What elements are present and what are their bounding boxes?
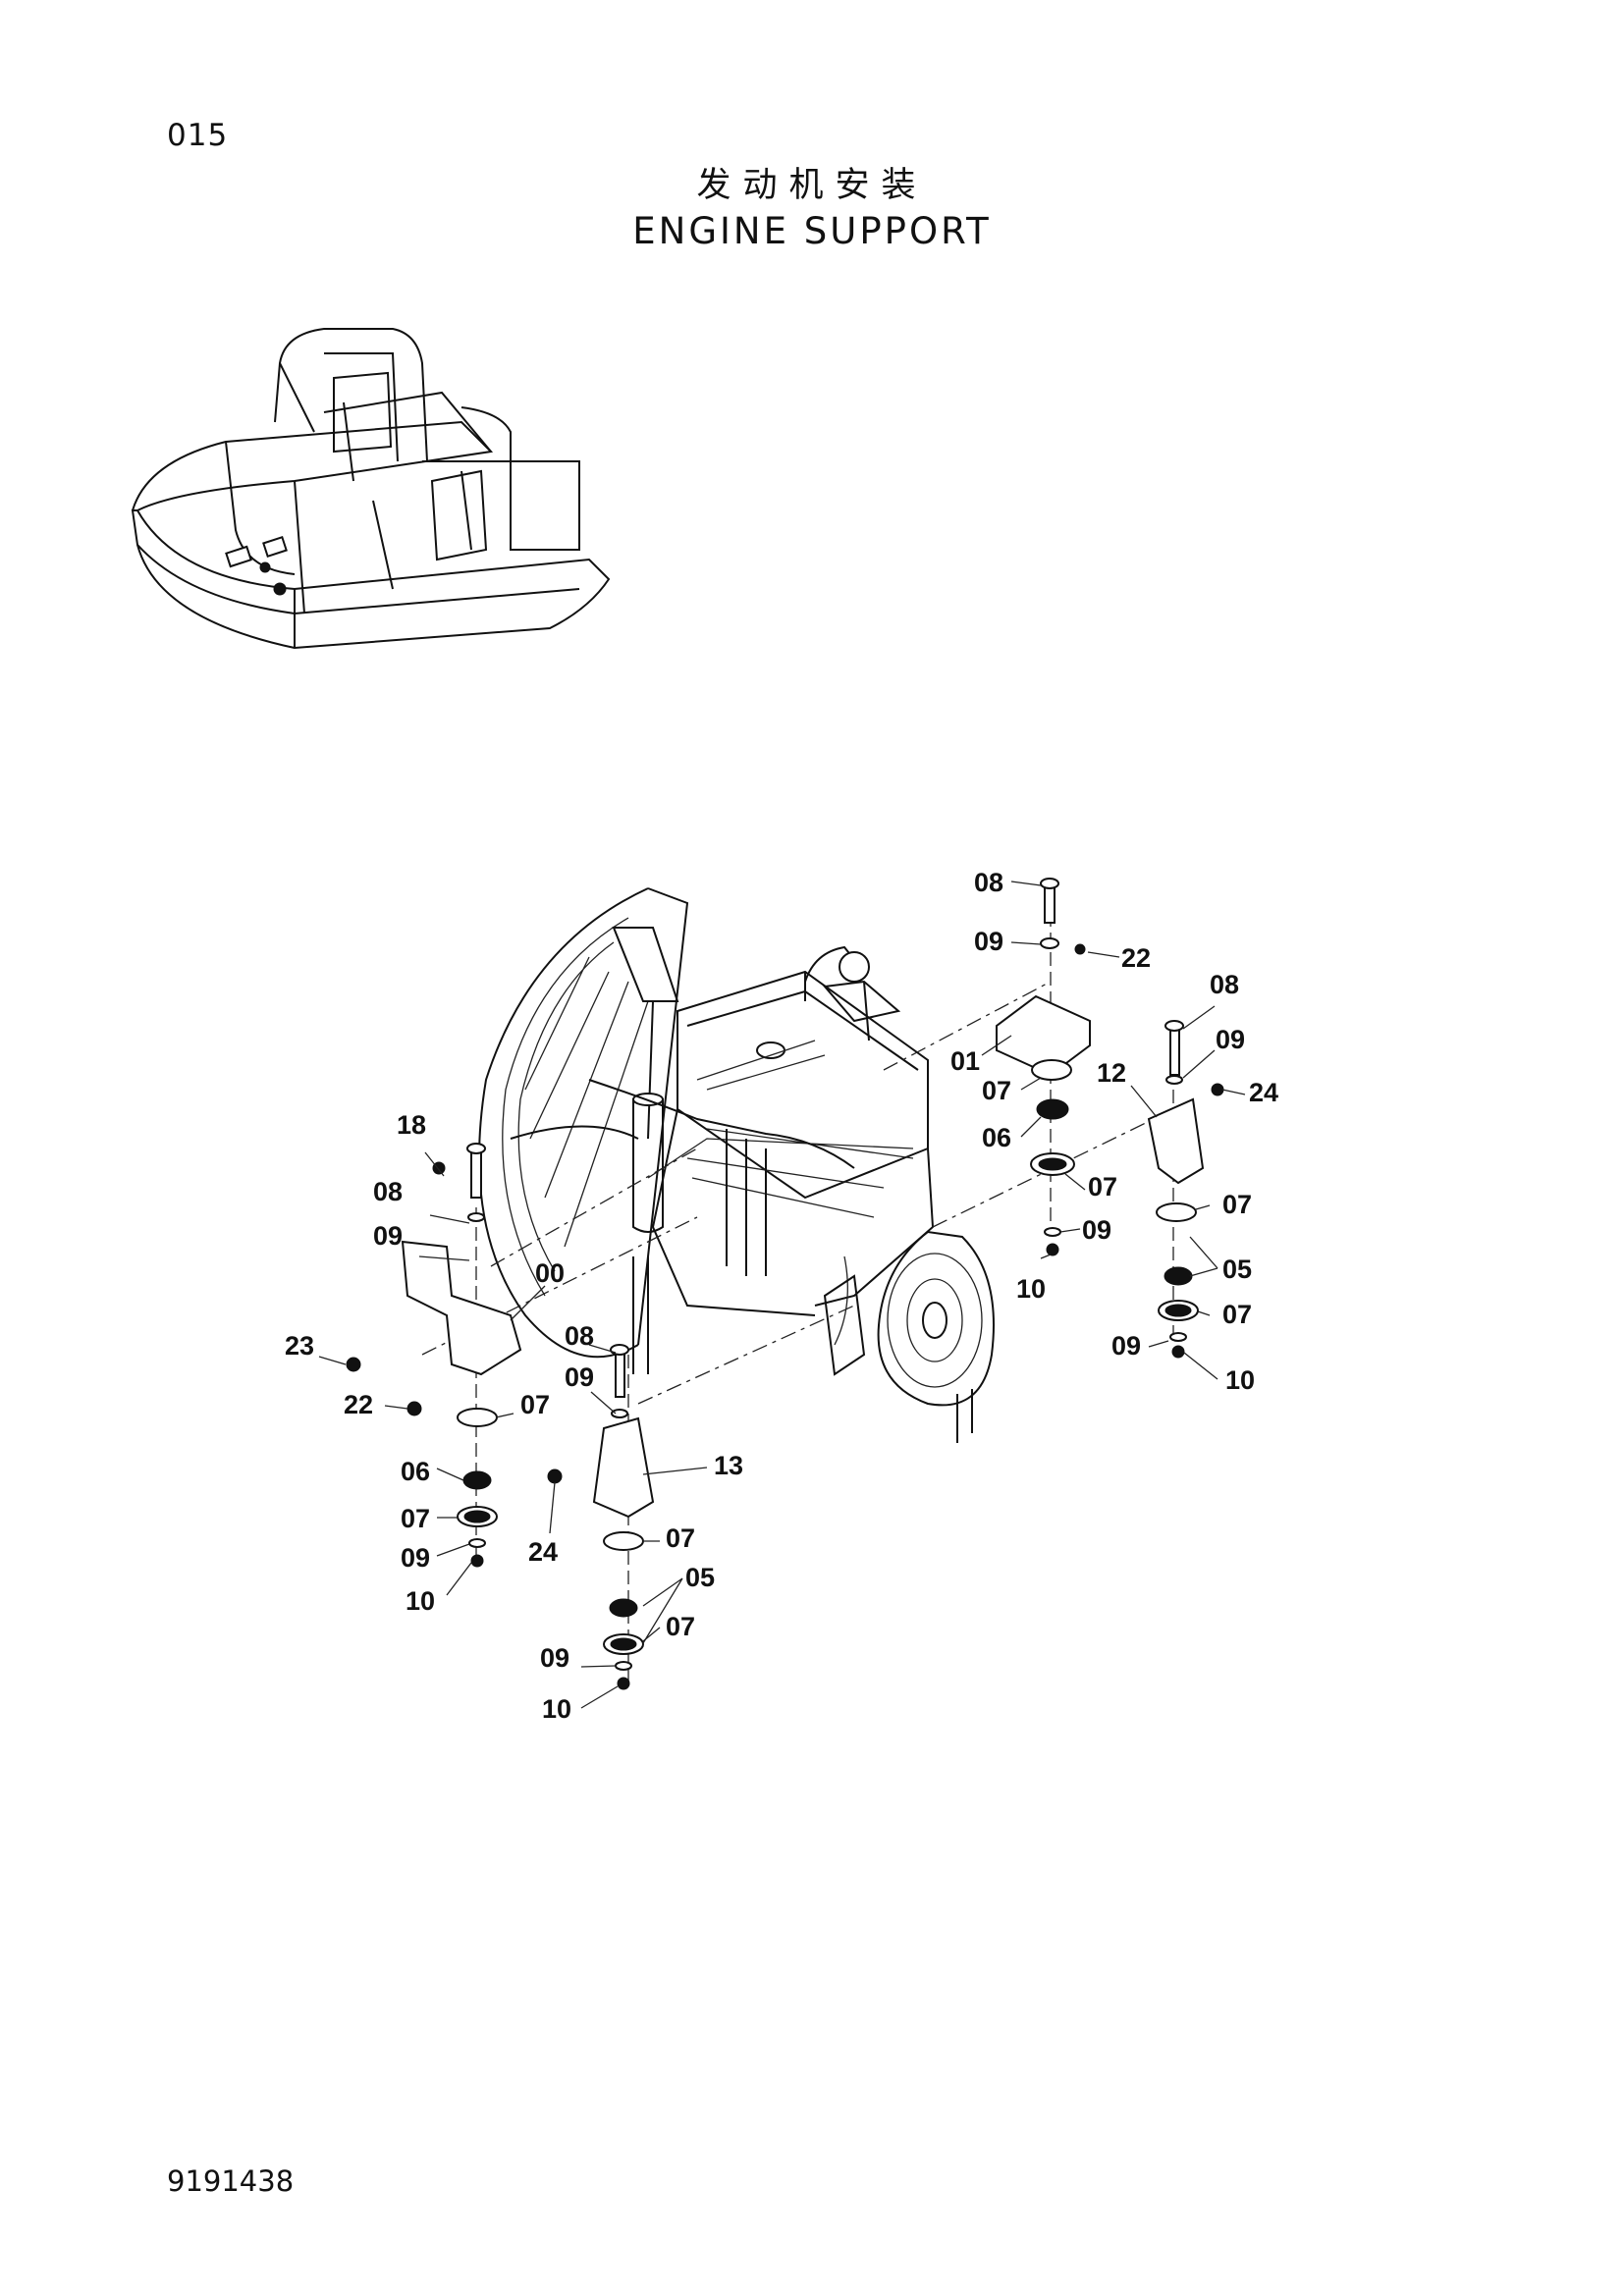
callout-06: 06 (982, 1123, 1011, 1152)
document-number: 9191438 (167, 2164, 295, 2198)
callout-13: 13 (714, 1451, 743, 1480)
callout-07: 07 (982, 1076, 1011, 1105)
callout-24: 24 (528, 1537, 558, 1567)
callout-09: 09 (1111, 1331, 1141, 1361)
callout-05: 05 (685, 1563, 715, 1592)
callout-22: 22 (344, 1390, 373, 1419)
callout-07: 07 (1222, 1190, 1252, 1219)
callout-09: 09 (540, 1643, 569, 1673)
callout-12: 12 (1097, 1058, 1126, 1088)
callout-07: 07 (401, 1504, 430, 1533)
callout-08: 08 (974, 868, 1003, 897)
callout-05: 05 (1222, 1255, 1252, 1284)
excavator-locator-illustration (131, 328, 611, 650)
callout-10: 10 (542, 1694, 571, 1724)
callout-01: 01 (950, 1046, 980, 1076)
callout-07: 07 (1088, 1172, 1117, 1201)
callout-07: 07 (666, 1612, 695, 1641)
callout-24: 24 (1249, 1078, 1278, 1107)
engine-assembly-illustration (478, 887, 995, 1443)
callout-09: 09 (565, 1362, 594, 1392)
left-rear-mount-parts (547, 1344, 655, 1690)
title-chinese: 发动机安装 (696, 166, 928, 205)
callout-07: 07 (666, 1523, 695, 1553)
callout-06: 06 (401, 1457, 430, 1486)
callout-09: 09 (1082, 1215, 1111, 1245)
callout-leaders (318, 881, 1246, 1709)
callout-09: 09 (974, 927, 1003, 956)
callout-labels: 08 09 22 01 07 06 07 09 10 08 09 24 12 0… (285, 868, 1278, 1724)
callout-23: 23 (285, 1331, 314, 1361)
right-rear-mount-parts (1147, 1020, 1224, 1359)
callout-08: 08 (1210, 970, 1239, 999)
callout-07: 07 (1222, 1300, 1252, 1329)
callout-22: 22 (1121, 943, 1151, 973)
callout-08: 08 (565, 1321, 594, 1351)
right-front-mount-parts (996, 878, 1091, 1256)
callout-08: 08 (373, 1177, 403, 1206)
callout-09: 09 (401, 1543, 430, 1573)
title-english: ENGINE SUPPORT (632, 210, 992, 252)
callout-10: 10 (1225, 1365, 1255, 1395)
callout-07: 07 (520, 1390, 550, 1419)
page-number: 015 (167, 118, 229, 153)
callout-10: 10 (406, 1586, 435, 1616)
callout-09: 09 (373, 1221, 403, 1251)
callout-18: 18 (397, 1110, 426, 1140)
left-front-mount-parts (346, 1143, 522, 1568)
callout-00: 00 (535, 1258, 565, 1288)
callout-09: 09 (1216, 1025, 1245, 1054)
callout-10: 10 (1016, 1274, 1046, 1304)
